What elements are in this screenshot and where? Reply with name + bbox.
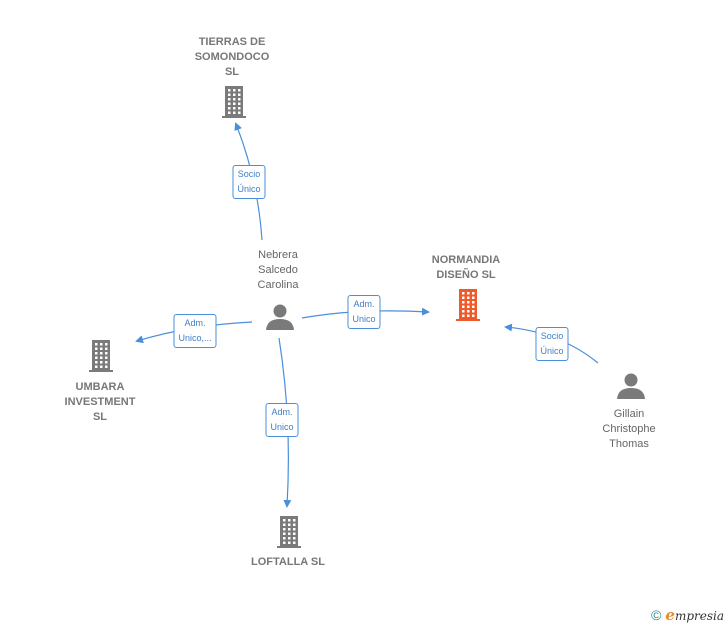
edge-label-nebrera-normandia[interactable]: Adm. Unico [347,295,381,329]
normandia-building-icon[interactable] [456,289,480,321]
edge-label-nebrera-umbara[interactable]: Adm. Unico,... [173,314,217,348]
node-label-tierras[interactable]: TIERRAS DE SOMONDOCO SL [194,36,270,78]
brand-logo: empresia [665,606,724,624]
node-label-gillain[interactable]: Gillain Christophe Thomas [602,408,656,450]
edge-label-nebrera-tierras[interactable]: Socio Único [232,165,266,199]
node-label-loftalla[interactable]: LOFTALLA SL [251,556,325,568]
footer-brand: © empresia [651,606,724,624]
nebrera-person-icon[interactable] [266,304,294,331]
node-label-nebrera[interactable]: Nebrera Salcedo Carolina [257,249,299,291]
gillain-person-icon[interactable] [617,373,645,400]
edge-label-nebrera-loftalla[interactable]: Adm. Unico [265,403,299,437]
copyright-icon: © [651,607,662,623]
edge-label-gillain-normandia[interactable]: Socio Único [535,327,569,361]
node-label-normandia[interactable]: NORMANDIA DISEÑO SL [431,254,501,281]
node-label-umbara[interactable]: UMBARA INVESTMENT SL [64,381,136,423]
loftalla-building-icon[interactable] [277,516,301,548]
tierras-building-icon[interactable] [222,86,246,118]
umbara-building-icon[interactable] [89,340,113,372]
